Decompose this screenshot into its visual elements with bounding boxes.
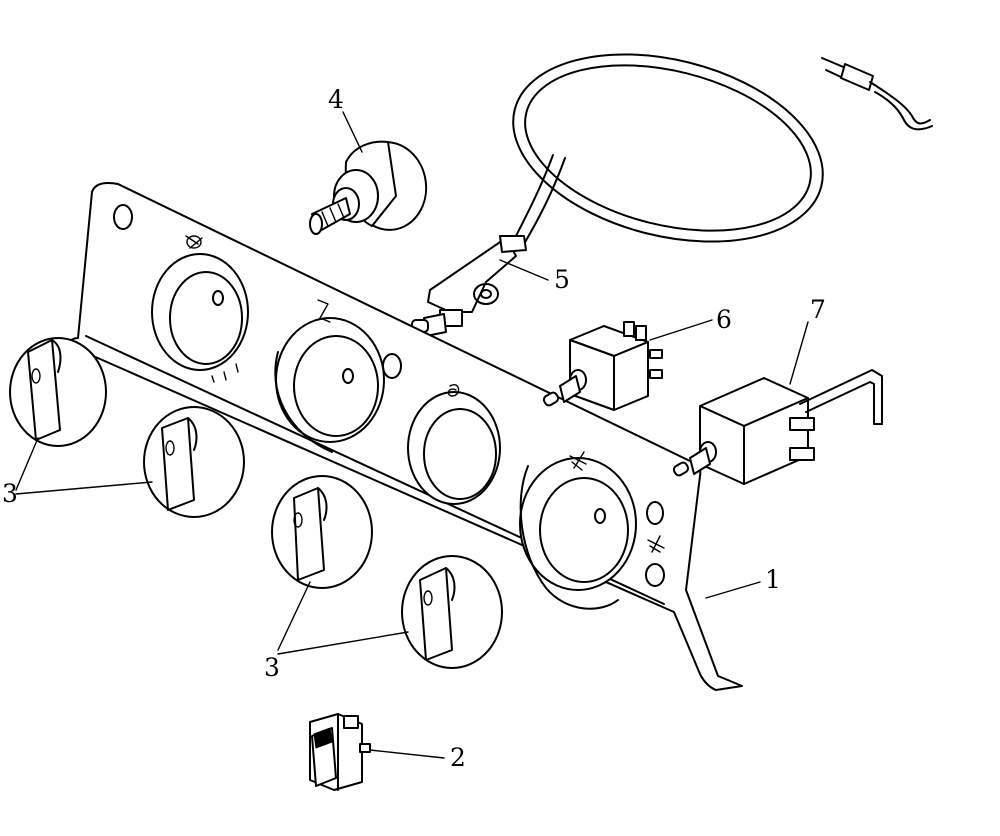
knob-2: [143, 406, 245, 518]
switch-6: [542, 321, 663, 411]
callout-switch-6: 6: [716, 305, 732, 334]
potentiometer: [309, 140, 428, 235]
control-cable: [512, 53, 933, 245]
cable-bracket: [411, 235, 527, 337]
knob-1: [9, 337, 107, 447]
panel-symbols: [185, 235, 665, 553]
callout-potentiometer: 4: [328, 85, 344, 114]
callout-panel: 1: [765, 565, 781, 594]
callout-switch-7: 7: [810, 295, 826, 324]
switch-7: [672, 369, 883, 485]
rocker-switch: [309, 713, 371, 791]
dial-opening-2: [274, 317, 385, 453]
dial-opening-3: [407, 391, 501, 505]
control-panel: [65, 182, 743, 691]
callout-knobs-left: 3: [2, 479, 18, 508]
knob-3: [271, 475, 373, 589]
leader-lines: [15, 111, 809, 759]
callout-rocker-switch: 2: [450, 743, 466, 772]
dial-opening-1: [151, 253, 249, 371]
callout-knobs-bottom: 3: [264, 653, 280, 682]
knob-4: [401, 555, 503, 669]
dial-opening-4: [519, 457, 637, 591]
callout-cable: 5: [554, 265, 570, 294]
